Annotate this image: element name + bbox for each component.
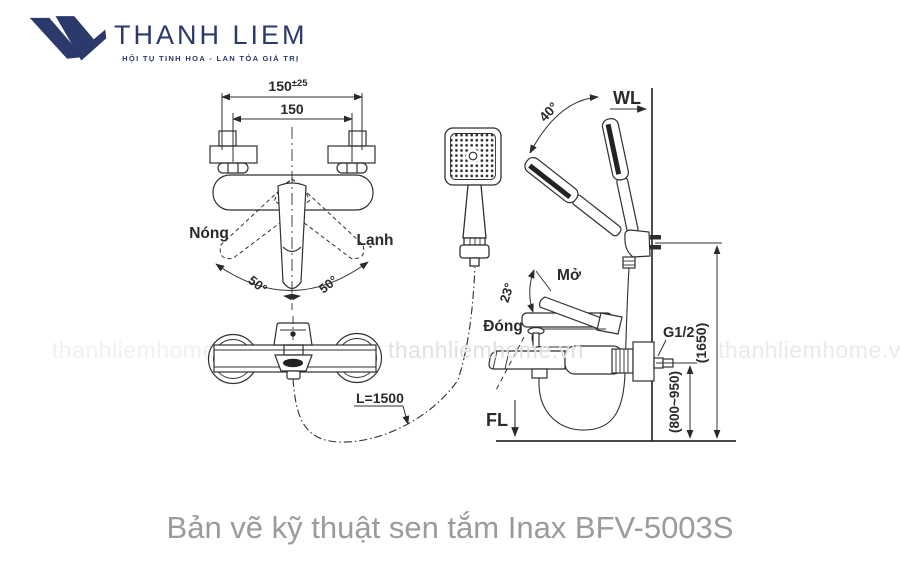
hand-shower: [444, 127, 502, 267]
side-view: [488, 88, 736, 442]
hose-length-label: L=1500: [356, 390, 404, 406]
plan-view: [207, 266, 476, 443]
watermark-right: thanhliemhome.vn: [718, 337, 900, 363]
thread-label: G1/2: [663, 325, 694, 341]
angle-right-label: 50°: [316, 272, 341, 296]
open-label: Mở: [557, 267, 582, 284]
hot-label: Nóng: [189, 225, 229, 242]
caption: Bản vẽ kỹ thuật sen tắm Inax BFV-5003S: [166, 510, 734, 545]
brand-logo: THANH LIEM HỘI TỤ TINH HOA - LAN TỎA GIÁ…: [28, 14, 308, 68]
dim-centers-label: 150: [280, 101, 304, 117]
swivel-angle-label: 40°: [536, 99, 561, 124]
angle-left-label: 50°: [245, 272, 270, 296]
watermark-middle: thanhliemhome.vn: [388, 337, 584, 363]
brand-logo-icon: [29, 16, 107, 61]
close-label: Đóng: [483, 318, 523, 335]
floor-line-label: FL: [486, 410, 508, 430]
wall-line-label: WL: [613, 88, 641, 108]
open-angle-label: 23°: [497, 281, 517, 304]
height-outlet-label: (800~950): [667, 371, 682, 433]
height-total-label: (1650): [693, 323, 709, 363]
front-view: [209, 93, 376, 310]
cold-label: Lạnh: [356, 232, 393, 249]
dim-span-label: 150±25: [268, 78, 308, 94]
brand-tagline: HỘI TỤ TINH HOA - LAN TỎA GIÁ TRỊ: [122, 54, 300, 63]
brand-name: THANH LIEM: [114, 20, 308, 50]
